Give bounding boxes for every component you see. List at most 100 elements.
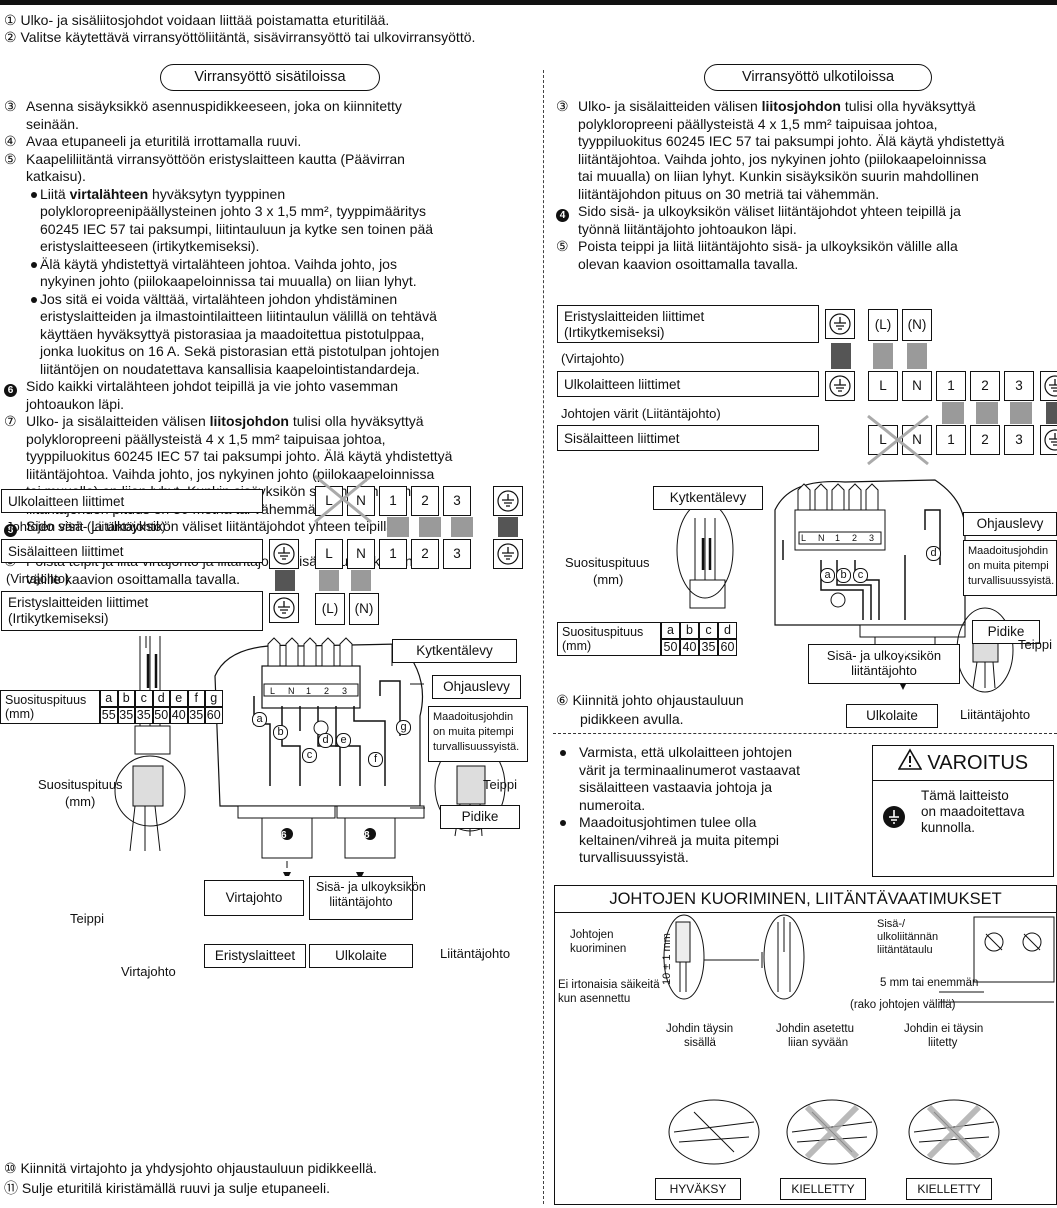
right-indoor-terminals-label: Sisälaitteen liittimet: [557, 425, 819, 451]
text-run: Sido sisä- ja ulkoyksikön väliset liitän…: [26, 518, 409, 534]
right-indoor-terminal: 3: [1004, 425, 1034, 455]
right-indoor-terminal: 2: [970, 425, 1000, 455]
text-run: Sido kaikki virtalähteen johdot teipillä…: [26, 378, 398, 394]
left-board-terminal: 1: [306, 686, 312, 696]
left-pidike-label: Pidike: [440, 805, 520, 829]
top-instruction-2: ② Valitse käytettävä virransyöttöliitänt…: [4, 29, 476, 45]
strip-gap-1: 5 mm tai enemmän: [880, 977, 979, 989]
left-length-value: 40: [170, 707, 188, 724]
right-outdoor-ground-right-icon: [1040, 371, 1057, 401]
left-circled-letter: b: [273, 725, 288, 740]
left-section-header: Virransyöttö sisätiloissa: [160, 64, 380, 91]
left-indoor-terminal: N: [347, 539, 375, 569]
left-step2-2-marker: 8: [4, 520, 17, 537]
right-ground-wire-bar: [1046, 402, 1057, 424]
left-mark-6: 6: [281, 830, 287, 841]
right-mark-4: 4: [902, 648, 908, 659]
left-outdoor-terminal: 3: [443, 486, 471, 516]
left-length-table-label: Suosituspituus(mm): [0, 690, 100, 724]
right-isolator-line1: Eristyslaitteiden liittimet: [564, 309, 705, 324]
right-length-letter: d: [718, 622, 737, 639]
text-run: polykloropreeni päällysteistä 4 x 1,5 mm…: [26, 430, 386, 447]
left-step2-2-line: Sido sisä- ja ulkoyksikön väliset liitän…: [26, 518, 409, 535]
text-run: Avaa etupaneeli ja eturitilä irrottamall…: [26, 133, 302, 149]
left-power-cord-label: (Virtajohto): [6, 571, 70, 586]
right-circled-letter: a: [820, 568, 835, 583]
right-liitanta-line: Sisä- ja ulkoyksikön: [826, 648, 942, 663]
right-board-terminal: L: [801, 533, 807, 543]
right-board-terminal: N: [818, 533, 825, 543]
text-run: liitäntäjohtoa. Vaihda johto, jos nykyin…: [26, 465, 435, 482]
right-step-6-line2: pidikkeen avulla.: [580, 711, 684, 727]
left-bullet-2-line: käyttäen hyväksyttyä pistorasiaa ja maad…: [40, 326, 424, 343]
text-run: Jos sitä ei voida välttää, virtalähteen …: [40, 290, 398, 307]
text-run: hyväksytyn tyyppinen: [148, 185, 286, 202]
text-run: polykloropreenipäällysteinen johto 3 x 1…: [40, 203, 426, 219]
left-bullet-0-line: eristyslaitteeseen (irtikytkemiseksi).: [40, 238, 259, 255]
right-indoor-ground-icon: [1040, 425, 1057, 455]
right-length-table-label-line: Suosituspituus: [562, 625, 644, 639]
left-teippi-right-label: Teippi: [483, 777, 517, 792]
left-ohjauslevy-label: Ohjauslevy: [432, 675, 521, 699]
left-isolator-terminal: (N): [349, 593, 379, 625]
right-liitanta-line: liitäntäjohto: [851, 663, 917, 678]
text-run: polykloropreeni päällysteistä 4 x 1,5 mm…: [578, 115, 938, 132]
right-wire-color-bar: [1010, 402, 1032, 424]
strip-case3-2: liitetty: [928, 1037, 958, 1049]
left-outdoor-terminal: 1: [379, 486, 407, 516]
left-step-2-line: katkaisu).: [26, 168, 86, 185]
right-length-letter: b: [680, 622, 699, 639]
right-section-separator: [553, 733, 1057, 734]
text-run: tai muualla) on liian lyhyt. Kunkin sisä…: [578, 168, 979, 184]
right-outdoor-terminals-label: Ulkolaitteen liittimet: [557, 371, 819, 397]
right-board-terminal: 2: [852, 533, 858, 543]
left-length-value: 35: [117, 707, 135, 724]
right-note-0-line: värit ja terminaalinumerot vastaavat: [579, 761, 800, 778]
left-suositus-label: Suosituspituus: [38, 777, 123, 792]
left-step-2-number: ⑤: [4, 150, 17, 167]
left-bullet-2-line: liitäntöjen on noudatettava kansallisia …: [40, 361, 420, 378]
left-length-letter: b: [117, 690, 135, 707]
right-suositus-label: Suosituspituus: [565, 555, 650, 570]
strip-ng1-label: KIELLETTY: [780, 1178, 866, 1200]
wire-color-bar: [419, 517, 441, 537]
warning-line-3: kunnolla.: [921, 820, 976, 835]
left-liitanta-line: Sisä- ja ulkoyksikön: [316, 880, 426, 894]
right-note-1-line: Maadoitusjohtimen tulee olla: [579, 814, 757, 830]
left-outdoor-ln-cross-icon: [313, 474, 373, 527]
left-step2-0-line: Sido kaikki virtalähteen johdot teipillä…: [26, 378, 398, 395]
left-circled-letter: d: [318, 733, 333, 748]
text-run: Sido sisä- ja ulkoyksikön väliset liitän…: [578, 203, 961, 219]
text-run: Kaapeliliitäntä virransyöttöön eristysla…: [26, 150, 405, 167]
right-circled-letter: c: [853, 568, 868, 583]
warning-line-2: on maadoitettava: [921, 804, 1025, 819]
right-kytkentalevy-label: Kytkentälevy: [653, 486, 763, 510]
right-length-table-label-line: (mm): [562, 639, 592, 653]
text-run: Ulko- ja sisälaitteiden välisen: [26, 413, 210, 429]
left-indoor-ground-left-icon: [269, 539, 299, 569]
right-step-1-line: Sido sisä- ja ulkoyksikön väliset liitän…: [578, 203, 961, 220]
text-run: tyyppiluokitus 60245 IEC 57 tai paksumpi…: [578, 133, 1005, 149]
wire-color-bar: [451, 517, 473, 537]
left-step-0-line: seinään.: [26, 116, 79, 133]
left-board-terminal: 3: [342, 686, 348, 696]
right-maadoitus-line: on muita pitempi: [968, 560, 1049, 572]
left-length-value: 50: [152, 707, 170, 724]
left-length-table-label-line: Suosituspituus: [5, 693, 87, 707]
left-bullet-2-line: jonka luokitus on 16 A. Sekä pistorasian…: [40, 343, 439, 360]
right-power-cord-label: (Virtajohto): [561, 351, 625, 366]
left-step2-2-marker-icon: 8: [4, 524, 17, 537]
wire-color-bar: [387, 517, 409, 537]
text-run: katkaisu).: [26, 168, 86, 184]
left-outdoor-terminals-label: Ulkolaitteen liittimet: [1, 489, 263, 513]
left-mark-8: 8: [364, 830, 370, 841]
left-circled-letter: a: [252, 712, 267, 727]
left-bullet-2-line: Jos sitä ei voida välttää, virtalähteen …: [40, 291, 397, 308]
text-run: nykyinen johto (piilokaapeloinnissa tai …: [40, 273, 417, 289]
warning-box: VAROITUS Tämä laitteisto on maadoitettav…: [872, 745, 1054, 877]
left-board-terminal: L: [270, 686, 276, 696]
stripping-title: JOHTOJEN KUORIMINEN, LIITÄNTÄVAATIMUKSET: [555, 886, 1056, 913]
left-length-value: 35: [135, 707, 153, 724]
left-isolator-line2: (Irtikytkemiseksi): [8, 611, 109, 626]
